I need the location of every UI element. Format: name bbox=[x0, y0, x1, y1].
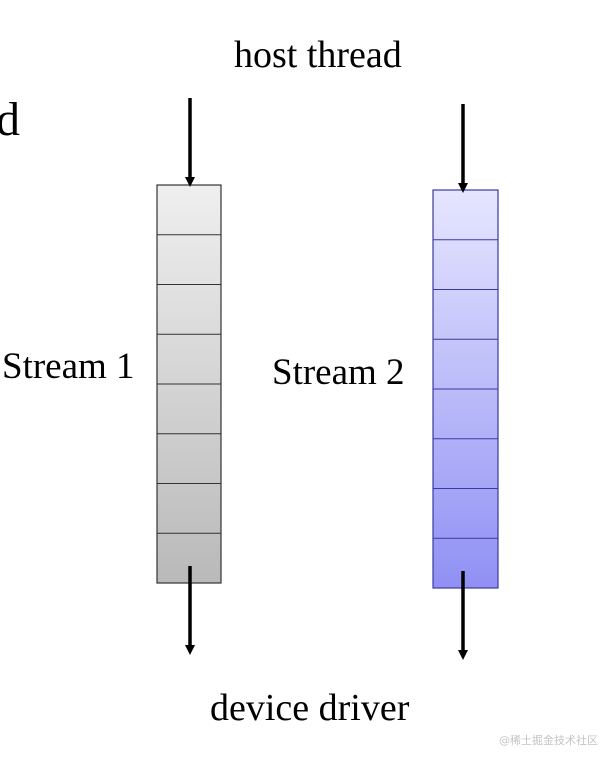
stream-2-label: Stream 2 bbox=[272, 352, 405, 393]
device-driver-label: device driver bbox=[210, 687, 410, 729]
watermark: @稀土掘金技术社区 bbox=[499, 734, 598, 747]
host-thread-label: host thread bbox=[234, 34, 402, 76]
stream-2-queue bbox=[432, 189, 499, 589]
stream-1-queue bbox=[156, 184, 222, 584]
stream-1-label: Stream 1 bbox=[2, 346, 135, 387]
cropped-title-fragment: d bbox=[0, 93, 20, 146]
